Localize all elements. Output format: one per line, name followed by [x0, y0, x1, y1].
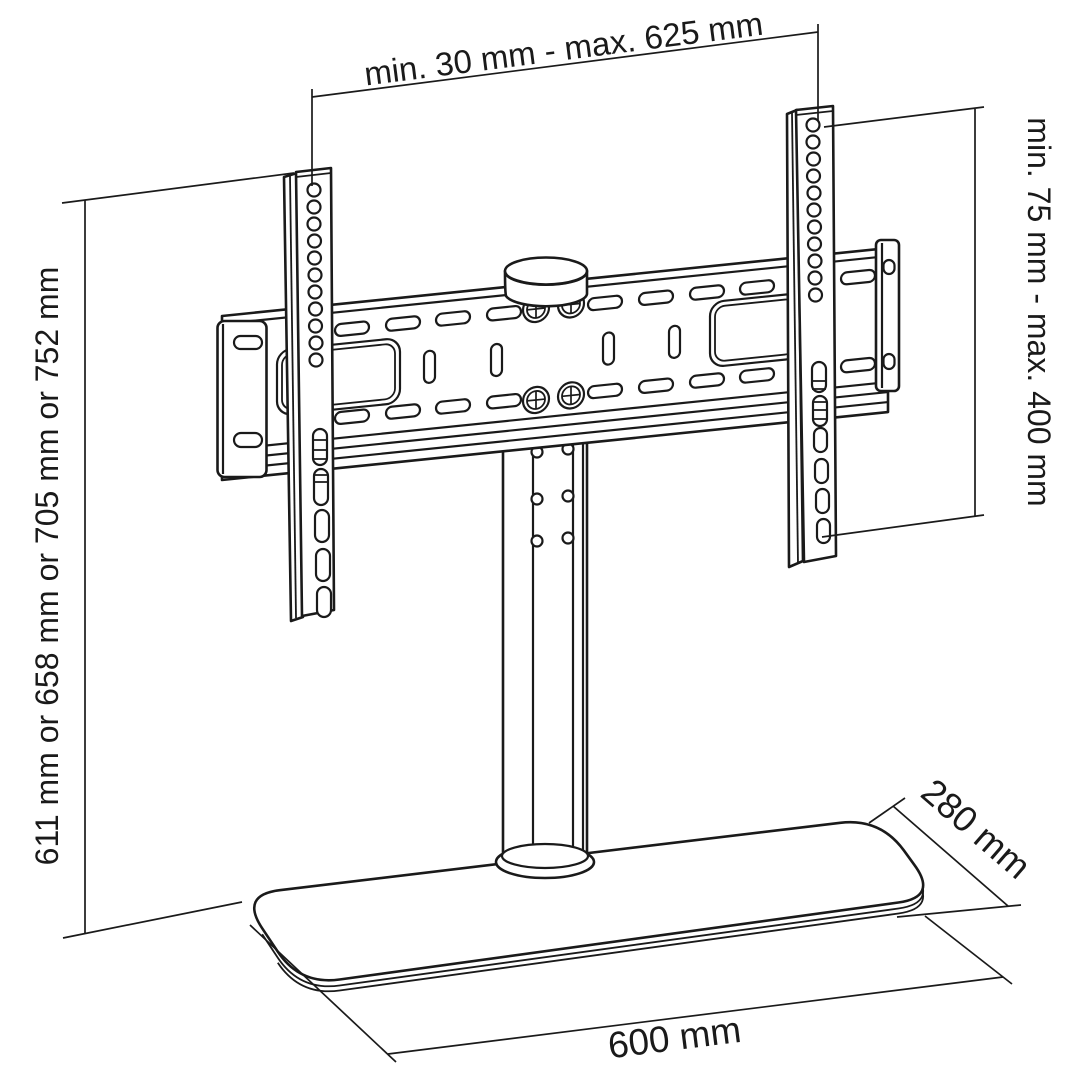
width-dimension [249, 915, 1013, 1063]
column-collar [494, 842, 596, 880]
right-dimension [821, 106, 985, 538]
top-dimension [311, 24, 819, 186]
left-dimension [61, 172, 295, 939]
width-dimension-label: 600 mm [606, 1009, 744, 1066]
crossbar-right-end-plate [874, 238, 901, 393]
crossbar-top-slots [333, 268, 877, 337]
screw [556, 381, 586, 410]
left-dimension-label: 611 mm or 658 mm or 705 mm or 752 mm [29, 267, 65, 866]
crossbar-vertical-slots [422, 324, 682, 384]
support-column [494, 413, 596, 880]
left-rail-slots [311, 427, 333, 619]
depth-dimension [868, 797, 1022, 918]
base-plate [252, 820, 925, 993]
left-rail-holes [306, 182, 324, 368]
right-rail-holes [805, 117, 824, 303]
dimension-lines [61, 24, 1022, 1063]
crossbar-left-end-plate [216, 319, 268, 479]
right-vesa-rail [785, 104, 838, 569]
column-cap [503, 256, 589, 308]
crossbar-bottom-slots [333, 356, 877, 425]
right-rail-slots [810, 360, 832, 545]
top-dimension-label: min. 30 mm - max. 625 mm [362, 5, 765, 93]
depth-dimension-label: 280 mm [914, 770, 1039, 886]
left-vesa-rail [282, 166, 336, 623]
screw [521, 385, 551, 415]
right-dimension-label: min. 75 mm - max. 400 mm [1021, 117, 1057, 506]
crossbar-left-window [275, 338, 402, 416]
column-adjustment-holes [530, 442, 575, 548]
